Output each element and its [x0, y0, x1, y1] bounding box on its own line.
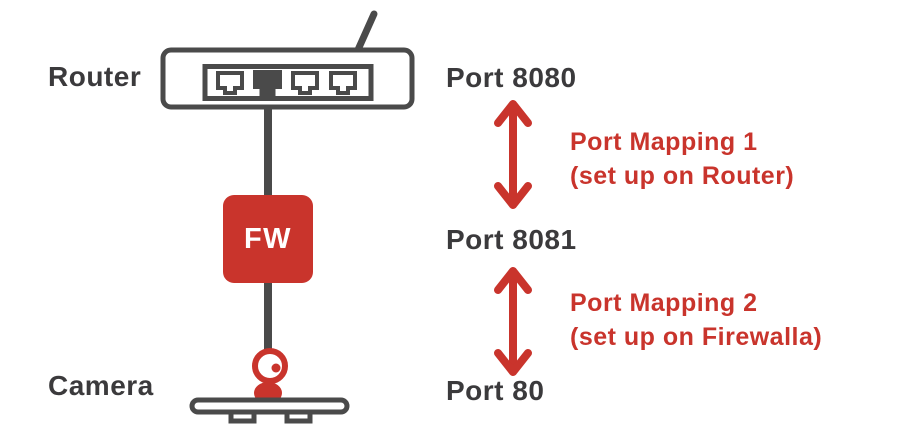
firewalla-label: FW: [243, 222, 293, 255]
port-mapping-1-subtitle: (set up on Router): [570, 162, 795, 190]
double-arrow-icon-2: [494, 267, 532, 376]
camera-lens-dot: [271, 363, 281, 373]
ethernet-port-icon: [291, 71, 319, 95]
camera-label: Camera: [48, 370, 154, 401]
router-label: Router: [48, 61, 142, 92]
router-icon: [160, 10, 415, 110]
ethernet-port-connected-icon: [253, 70, 282, 96]
double-arrow-icon-1: [494, 100, 532, 209]
port-8081-label: Port 8081: [446, 224, 577, 255]
port-80-label: Port 80: [446, 375, 545, 406]
port-mapping-1-title: Port Mapping 1: [570, 128, 758, 156]
firewalla-box-icon: [223, 195, 313, 283]
ethernet-port-icon: [216, 71, 244, 95]
port-mapping-2-title: Port Mapping 2: [570, 289, 758, 317]
camera-shelf-bar: [189, 397, 350, 415]
ethernet-port-icon: [329, 71, 357, 95]
camera-lens-ring: [252, 348, 288, 384]
port-8080-label: Port 8080: [446, 62, 577, 93]
router-antenna-icon: [353, 10, 378, 56]
camera-icon: [189, 348, 350, 424]
port-mapping-2-subtitle: (set up on Firewalla): [570, 323, 823, 351]
